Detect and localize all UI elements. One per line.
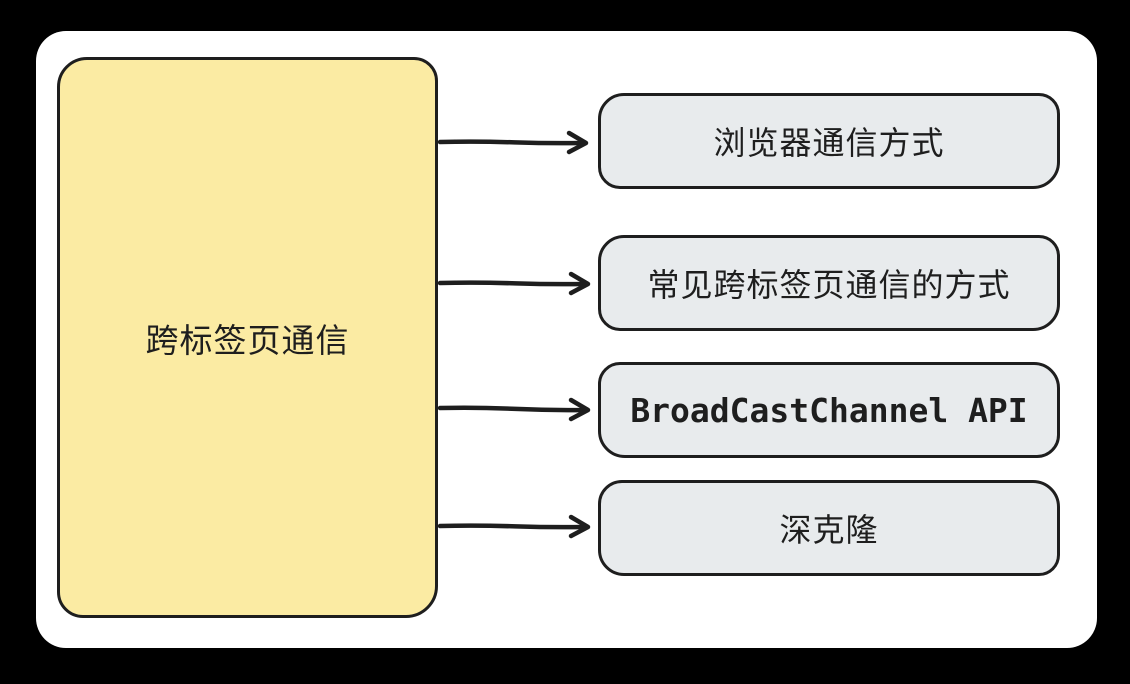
node-child-label: 深克隆 [779,512,879,548]
node-child-common-crosstab-methods[interactable]: 常见跨标签页通信的方式 [598,235,1060,331]
node-child-label: 浏览器通信方式 [713,125,945,161]
node-child-deep-clone[interactable]: 深克隆 [598,480,1060,576]
node-child-browser-communication[interactable]: 浏览器通信方式 [598,93,1060,189]
node-root[interactable]: 跨标签页通信 [57,57,438,618]
node-child-label: 常见跨标签页通信的方式 [647,267,1011,303]
node-child-broadcastchannel-api[interactable]: BroadCastChannel API [598,362,1060,458]
node-root-label: 跨标签页通信 [145,321,350,359]
node-child-label: BroadCastChannel API [630,390,1028,430]
